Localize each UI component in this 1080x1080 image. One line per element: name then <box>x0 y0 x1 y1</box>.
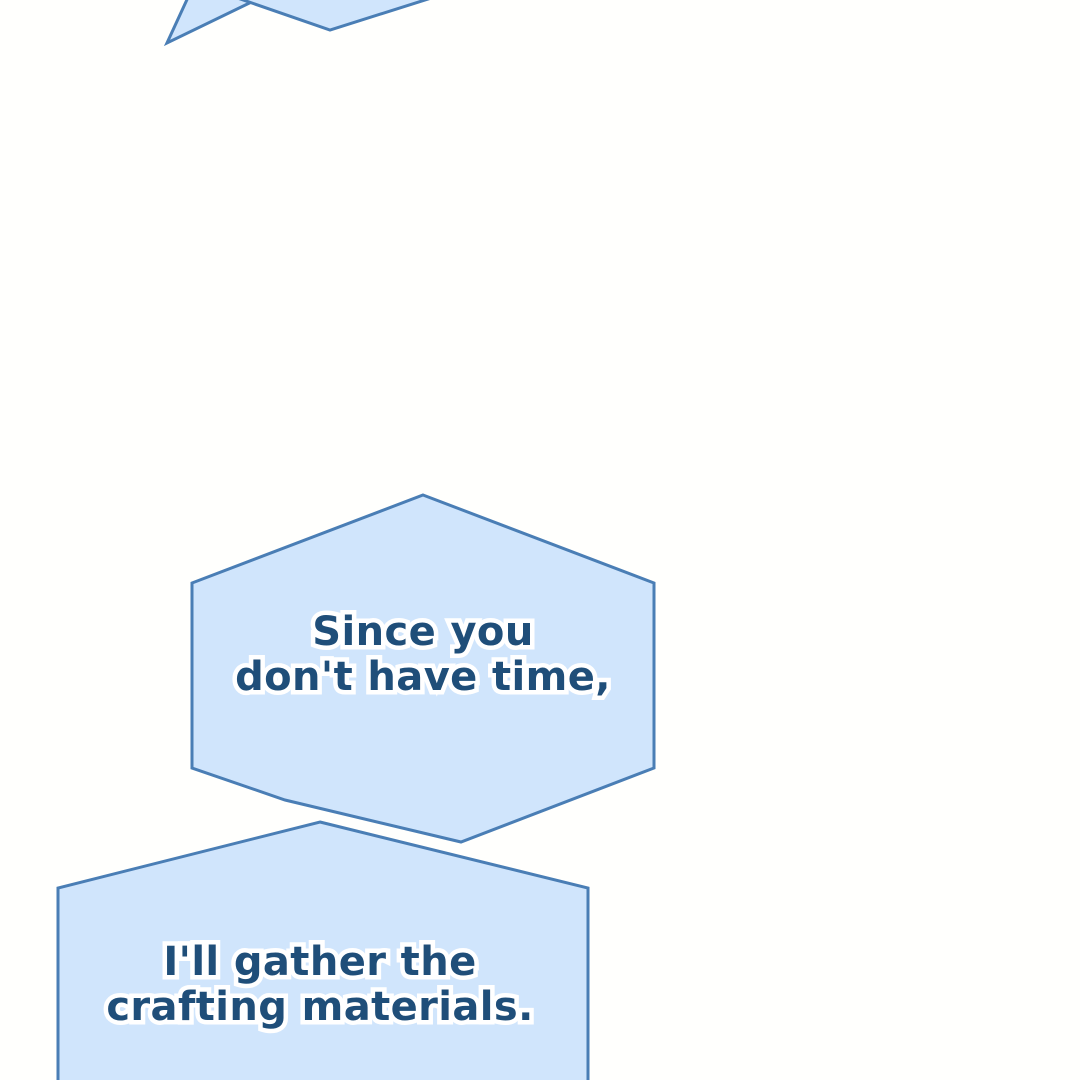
speech-bubble-since-you-text-fill: Since you don't have time, <box>235 609 611 700</box>
speech-bubble-gather-materials-text-fill: I'll gather the crafting materials. <box>106 939 534 1030</box>
speech-bubble-since-you-shape <box>190 493 656 844</box>
speech-bubble-top-cropped-body <box>238 0 430 32</box>
speech-bubble-top-cropped <box>163 0 430 47</box>
speech-bubble-since-you-text-outline: Since you don't have time, <box>231 605 615 703</box>
speech-bubble-top-cropped-tail <box>163 0 260 47</box>
speech-bubble-gather-materials-text-outline: I'll gather the crafting materials. <box>102 935 538 1033</box>
speech-bubble-gather-materials-shape <box>56 820 590 1080</box>
